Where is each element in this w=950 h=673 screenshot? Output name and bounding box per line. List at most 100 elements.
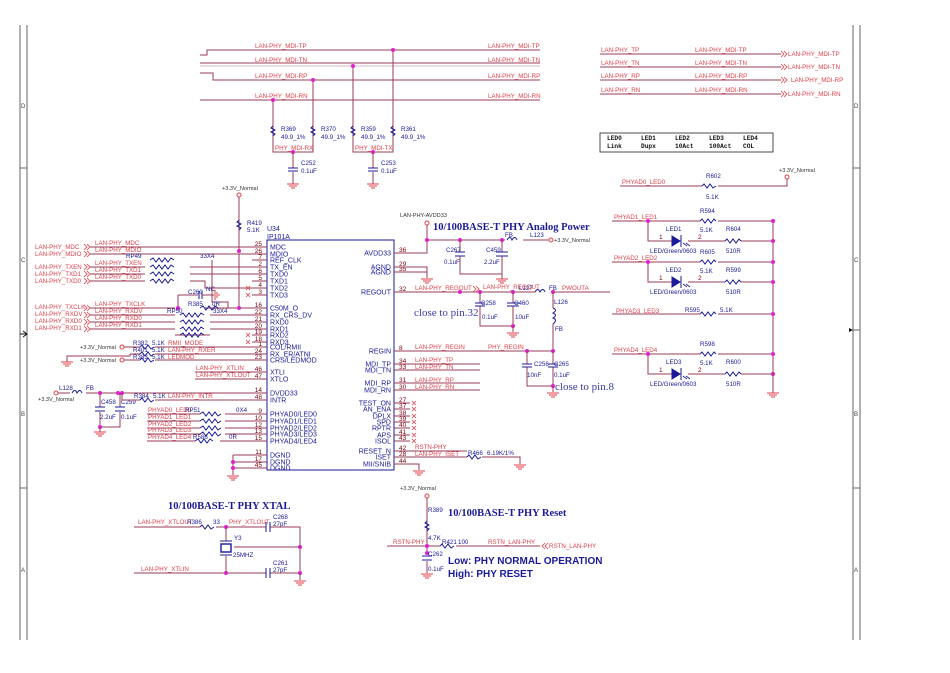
resistor-icon [724, 371, 742, 377]
ref-c261: C261 [273, 560, 288, 567]
net-label: RSTN_LAN-PHY [488, 539, 535, 546]
port-label: LAN-PHY_TXCLK [35, 304, 86, 311]
ref-c265: C265 [554, 361, 569, 368]
ground-icon [496, 278, 508, 284]
value-rp50: 33X4 [213, 308, 228, 315]
pin-number: 6 [258, 268, 262, 275]
pin-number: 33 [399, 364, 407, 371]
net-label: PHYAD4_LED4 [148, 434, 192, 441]
pin-number: 5 [258, 275, 262, 282]
value-l126: FB [555, 326, 563, 333]
value-c259: 0.1uF [121, 414, 137, 421]
capacitor-icon [368, 167, 378, 172]
value-r419: 5.1K [247, 227, 261, 234]
ref-c256: C256 [534, 361, 549, 368]
pin-number: 45 [255, 462, 263, 469]
ground-icon [227, 475, 239, 481]
net-label: LAN-PHY_TXD1 [95, 267, 142, 274]
no-connect-icon [411, 406, 417, 412]
crystal-icon [220, 540, 232, 556]
value-r361: 49.9_1% [401, 134, 426, 141]
pin-number: 13 [255, 428, 263, 435]
pin-name: REGOUT [361, 290, 392, 297]
resistor-icon [699, 311, 717, 317]
ref-r383: R383 [133, 354, 148, 361]
port-arrow-icon [83, 277, 91, 285]
led-function-table: LED0 LED1 LED2 LED3 LED4 Link Dupx 10Act… [599, 132, 774, 153]
pin-number: 1 [659, 367, 663, 374]
pin-name: DPLX [373, 414, 392, 421]
pin-number: 21 [255, 316, 263, 323]
net-label: LAN-PHY_MDC [95, 240, 140, 247]
pin-number: 42 [399, 445, 407, 452]
ground-icon [767, 392, 779, 398]
table-cell: Link [607, 143, 622, 150]
pin-name: RESET_N [359, 449, 391, 456]
table-header: LED1 [641, 135, 656, 142]
no-connect-icon [411, 400, 417, 406]
pin-name: REGIN [369, 349, 391, 356]
value-r385: 0R [212, 301, 220, 308]
ref-c262: C262 [428, 551, 443, 558]
ref-r421: R421 [442, 539, 457, 546]
net-label: LAN-PHY_XTLOUT [138, 519, 193, 526]
section-title: 10/100BASE-T PHY Reset [448, 508, 567, 519]
port-label: LAN-PHY_MDI-TP [788, 51, 840, 58]
pin-name: TX_EN [270, 265, 293, 272]
pin-number: 48 [255, 394, 263, 401]
port-arrow-icon [541, 542, 549, 550]
table-cell: 100Act [709, 143, 732, 150]
pin-number: 31 [399, 377, 407, 384]
value-rp49: 33X4 [200, 253, 215, 260]
pin-number: 40 [399, 422, 407, 429]
resistor-icon [724, 279, 742, 285]
pin-number: 1 [659, 275, 663, 282]
inductor-icon [534, 289, 546, 294]
ground-icon [61, 361, 73, 367]
mii-interface: +3.3V_Normal R419 5.1K LAN-PHY_MDC LAN-P… [35, 186, 267, 481]
capacitor-icon [95, 406, 105, 412]
net-label: LAN-PHY_MDI-TN [488, 57, 540, 64]
resistor-icon [389, 125, 397, 137]
value-c252: 0.1uF [301, 168, 317, 175]
pin-number: 39 [399, 416, 407, 423]
port-arrow-icon [780, 50, 788, 58]
value-r401: 5.1K [152, 347, 166, 354]
pin-name: MDI_TP [365, 362, 391, 369]
pin-name: TEST_ON [359, 401, 391, 408]
value-series: 510R [726, 381, 741, 388]
table-header: LED3 [709, 135, 724, 142]
value-pullup: 5.1K [700, 227, 714, 234]
net-label: RMII_MODE [168, 340, 203, 347]
capacitor-icon [548, 363, 558, 368]
value-c253: 0.1uF [381, 168, 397, 175]
resistor-icon [699, 218, 717, 224]
pin-name: REF_CLK [270, 258, 302, 265]
ref-pullup: R598 [700, 341, 715, 348]
mdi-bus: LAN-PHY_MDI-TP LAN-PHY_MDI-TN LAN-PHY_MD… [200, 43, 541, 189]
no-connect-icon [245, 339, 251, 345]
table-cell: COL [743, 143, 754, 150]
net-label: LAN-PHY_INTR [168, 393, 213, 400]
pin-name: RX_ER/ATNI [270, 352, 311, 359]
ref-rp50: RP50 [167, 308, 183, 315]
ref-series: R599 [726, 267, 741, 274]
sheet-frame: D C B A D C B A [19, 25, 861, 640]
port-arrow-icon [83, 270, 91, 278]
resistor-icon [199, 305, 219, 311]
zone-label-left-b: B [21, 412, 25, 418]
value-rp51: 0X4 [236, 407, 248, 414]
value-series: 510R [726, 289, 741, 296]
ref-l123: L123 [530, 232, 544, 239]
net-label: LAN-PHY_RXD1 [95, 322, 142, 329]
zone-label-left-d: D [21, 104, 26, 110]
pin-name: APS [377, 433, 391, 440]
resistor-icon [139, 344, 155, 350]
note-close-to-pin8: close to pin.8 [555, 381, 614, 393]
pin-number: 11 [255, 449, 262, 456]
no-connect-icon [411, 419, 417, 425]
chip-part: IP101A [267, 234, 290, 241]
pin-number: 44 [399, 458, 407, 465]
value-r369: 49.9_1% [281, 134, 306, 141]
net-label: PHYAD3_LED3 [148, 427, 192, 434]
